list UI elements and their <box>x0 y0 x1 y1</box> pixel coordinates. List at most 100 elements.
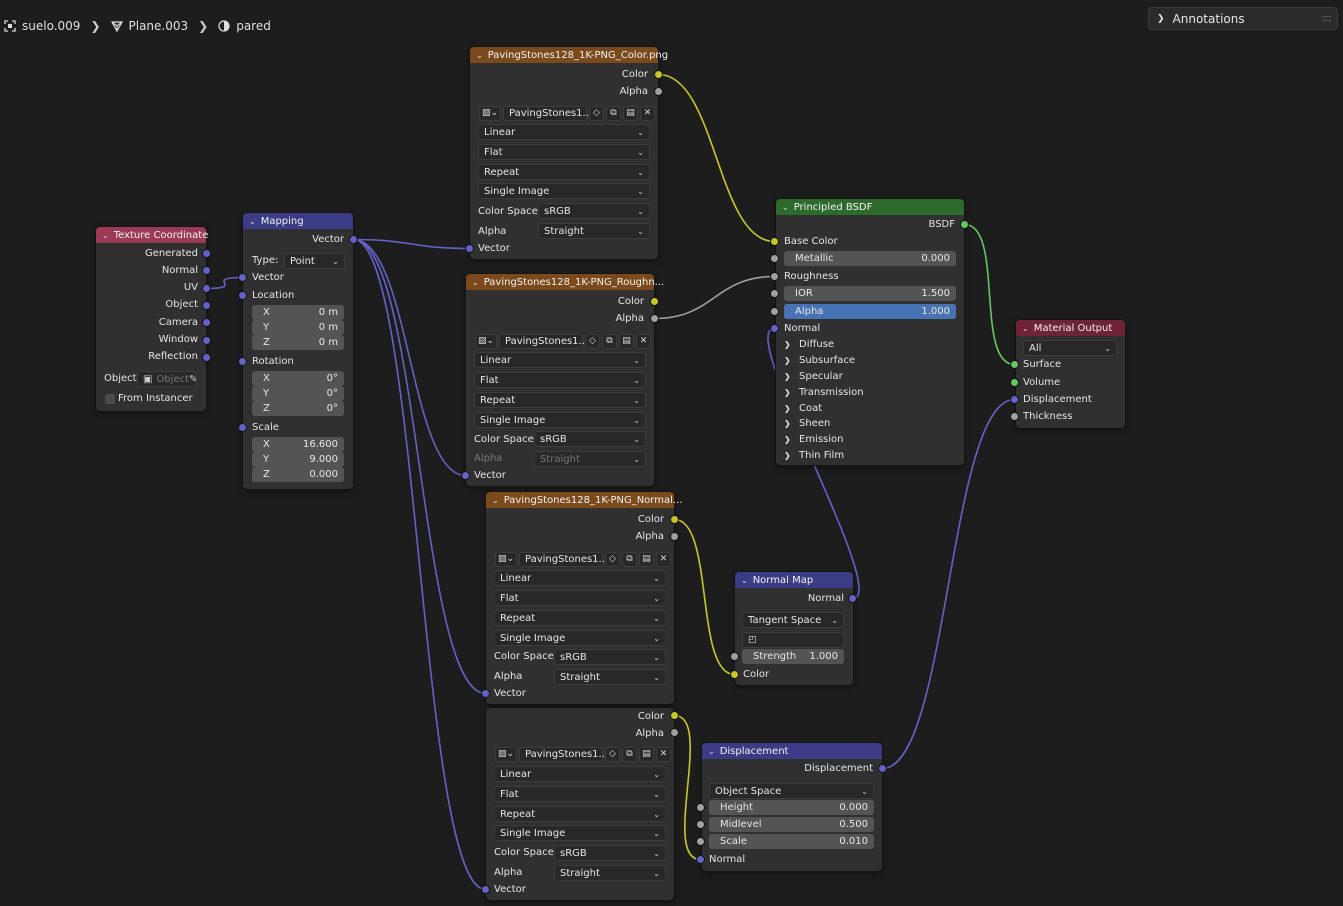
extension-dropdown[interactable]: Repeat⌄ <box>474 392 646 408</box>
fake-user-shield-icon[interactable]: ◇ <box>605 746 620 762</box>
node-texture-coordinate[interactable]: ⌄Texture Coordinate Generated Normal UV … <box>96 227 208 411</box>
alpha-mode-dropdown[interactable]: Straight⌄ <box>538 223 650 239</box>
socket-alpha-in[interactable] <box>771 308 778 315</box>
node-image-texture-roughness[interactable]: ⌄PavingStones128_1K-PNG_Roughn... Color … <box>466 274 664 486</box>
open-folder-icon[interactable]: ▤ <box>639 551 654 567</box>
target-dropdown[interactable]: All⌄ <box>1023 340 1117 356</box>
open-folder-icon[interactable]: ▤ <box>619 333 634 349</box>
duplicate-icon[interactable]: ⧉ <box>622 551 637 567</box>
node-image-texture-displacement[interactable]: Color Alpha ▨⌄ PavingStones1... ◇ ⧉ ▤ ✕ … <box>486 708 674 900</box>
socket-bsdf-out[interactable] <box>961 221 968 228</box>
socket-reflection[interactable] <box>203 354 210 361</box>
close-icon[interactable]: ✕ <box>656 746 671 762</box>
node-header[interactable]: ⌄PavingStones128_1K-PNG_Roughn... <box>466 274 664 290</box>
open-folder-icon[interactable]: ▤ <box>639 746 654 762</box>
node-header[interactable]: ⌄PavingStones128_1K-PNG_Color.png <box>470 47 668 63</box>
node-header[interactable]: ⌄Principled BSDF <box>776 199 964 215</box>
socket-disp-normal-in[interactable] <box>697 856 704 863</box>
socket-displacement-in[interactable] <box>1011 396 1018 403</box>
collapse-chevron-icon[interactable]: ⌄ <box>102 230 109 240</box>
node-image-texture-normal[interactable]: ⌄PavingStones128_1K-PNG_Normal... Color … <box>486 492 682 704</box>
socket-disp-tex-vector-in[interactable] <box>482 886 489 893</box>
socket-generated[interactable] <box>203 250 210 257</box>
panel-coat[interactable]: ❯Coat <box>784 400 822 417</box>
duplicate-icon[interactable]: ⧉ <box>622 746 637 762</box>
socket-mapping-location[interactable] <box>239 292 246 299</box>
image-selector[interactable]: ▨⌄ PavingStones1... ◇ ⧉ ▤ ✕ <box>495 551 671 567</box>
close-icon[interactable]: ✕ <box>640 105 655 121</box>
socket-normal-tex-color-out[interactable] <box>671 516 678 523</box>
source-dropdown[interactable]: Single Image⌄ <box>494 825 666 841</box>
object-picker[interactable]: ▣Object✎ <box>137 371 198 387</box>
space-dropdown[interactable]: Tangent Space⌄ <box>742 612 844 628</box>
eyedropper-icon[interactable]: ✎ <box>189 373 198 385</box>
drag-handle-icon[interactable]: :::: <box>1321 13 1333 24</box>
space-dropdown[interactable]: Object Space⌄ <box>709 783 874 799</box>
image-browse-icon[interactable]: ▨⌄ <box>479 105 501 121</box>
node-header[interactable]: ⌄Material Output <box>1016 320 1125 336</box>
image-name[interactable]: PavingStones1... <box>503 105 592 121</box>
collapse-chevron-icon[interactable]: ⌄ <box>741 575 748 585</box>
node-displacement[interactable]: ⌄Displacement Displacement Object Space⌄… <box>702 743 882 871</box>
image-selector[interactable]: ▨⌄ PavingStones1... ◇ ⧉ ▤ ✕ <box>475 333 651 349</box>
node-header[interactable]: ⌄Normal Map <box>735 572 853 588</box>
color-space-dropdown[interactable]: sRGB⌄ <box>538 203 650 219</box>
socket-mapping-vector-in[interactable] <box>239 274 246 281</box>
socket-normal[interactable] <box>203 267 210 274</box>
collapse-chevron-icon[interactable]: ⌄ <box>1022 323 1029 333</box>
projection-dropdown[interactable]: Flat⌄ <box>494 786 666 802</box>
collapse-chevron-icon[interactable]: ⌄ <box>249 216 256 226</box>
fake-user-shield-icon[interactable]: ◇ <box>585 333 600 349</box>
socket-midlevel-in[interactable] <box>697 821 704 828</box>
socket-color-tex-vector-in[interactable] <box>466 245 473 252</box>
panel-sheen[interactable]: ❯Sheen <box>784 415 830 432</box>
socket-color-tex-color-out[interactable] <box>655 71 662 78</box>
socket-normal-map-out[interactable] <box>849 595 856 602</box>
interpolation-dropdown[interactable]: Linear⌄ <box>478 124 650 140</box>
socket-normal-tex-vector-in[interactable] <box>482 690 489 697</box>
socket-thickness-in[interactable] <box>1011 413 1018 420</box>
node-header[interactable]: ⌄Mapping <box>243 213 353 229</box>
duplicate-icon[interactable]: ⧉ <box>602 333 617 349</box>
interpolation-dropdown[interactable]: Linear⌄ <box>494 766 666 782</box>
extension-dropdown[interactable]: Repeat⌄ <box>494 806 666 822</box>
node-header[interactable]: ⌄Displacement <box>702 743 882 759</box>
image-browse-icon[interactable]: ▨⌄ <box>475 333 497 349</box>
socket-mapping-scale[interactable] <box>239 424 246 431</box>
socket-rough-tex-vector-in[interactable] <box>462 472 469 479</box>
socket-mapping-rotation[interactable] <box>239 358 246 365</box>
socket-uv[interactable] <box>203 285 210 292</box>
interpolation-dropdown[interactable]: Linear⌄ <box>494 570 666 586</box>
node-header[interactable]: ⌄PavingStones128_1K-PNG_Normal... <box>486 492 682 508</box>
collapse-chevron-icon[interactable]: ⌄ <box>782 202 789 212</box>
socket-rough-tex-color-out[interactable] <box>651 298 658 305</box>
interpolation-dropdown[interactable]: Linear⌄ <box>474 352 646 368</box>
panel-specular[interactable]: ❯Specular <box>784 368 843 385</box>
color-space-dropdown[interactable]: sRGB⌄ <box>554 649 666 665</box>
socket-window[interactable] <box>203 337 210 344</box>
panel-transmission[interactable]: ❯Transmission <box>784 384 864 401</box>
panel-emission[interactable]: ❯Emission <box>784 431 844 448</box>
collapse-chevron-icon[interactable]: ⌄ <box>708 746 715 756</box>
breadcrumb-mesh[interactable]: Plane.003 <box>110 19 188 33</box>
close-icon[interactable]: ✕ <box>636 333 651 349</box>
alpha-mode-dropdown[interactable]: Straight⌄ <box>554 669 666 685</box>
socket-strength-in[interactable] <box>731 653 738 660</box>
node-header[interactable]: ⌄Texture Coordinate <box>96 227 208 243</box>
socket-normal-in[interactable] <box>771 325 778 332</box>
socket-mapping-vector-out[interactable] <box>350 236 357 243</box>
node-material-output[interactable]: ⌄Material Output All⌄ Surface Volume Dis… <box>1016 320 1125 428</box>
socket-scale-in[interactable] <box>697 838 704 845</box>
projection-dropdown[interactable]: Flat⌄ <box>474 372 646 388</box>
